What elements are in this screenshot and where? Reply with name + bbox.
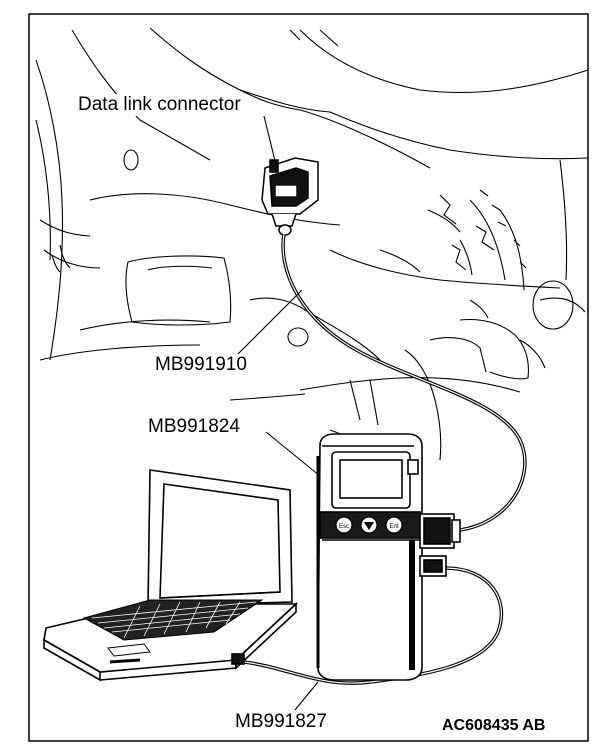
laptop-artwork: [43, 469, 299, 682]
label-mb991827: MB991827: [234, 711, 328, 733]
frame-border: [28, 13, 589, 742]
leader-mb991910: [235, 289, 303, 357]
leader-lines: [235, 115, 321, 711]
leader-mb991827: [294, 681, 319, 711]
label-data-link-connector: Data link connector: [77, 94, 242, 116]
vci-esc-button-label: Esc: [339, 524, 349, 530]
label-mb991910: MB991910: [154, 354, 248, 376]
data-link-connector-artwork: [261, 157, 319, 236]
figure-code: AC608435 AB: [442, 717, 546, 734]
vci-unit-artwork: [316, 433, 461, 681]
leader-mb991824: [265, 431, 321, 477]
label-mb991824: MB991824: [147, 416, 241, 438]
vci-ent-button-label: Ent: [389, 524, 398, 530]
leader-data-link-connector: [263, 115, 277, 166]
